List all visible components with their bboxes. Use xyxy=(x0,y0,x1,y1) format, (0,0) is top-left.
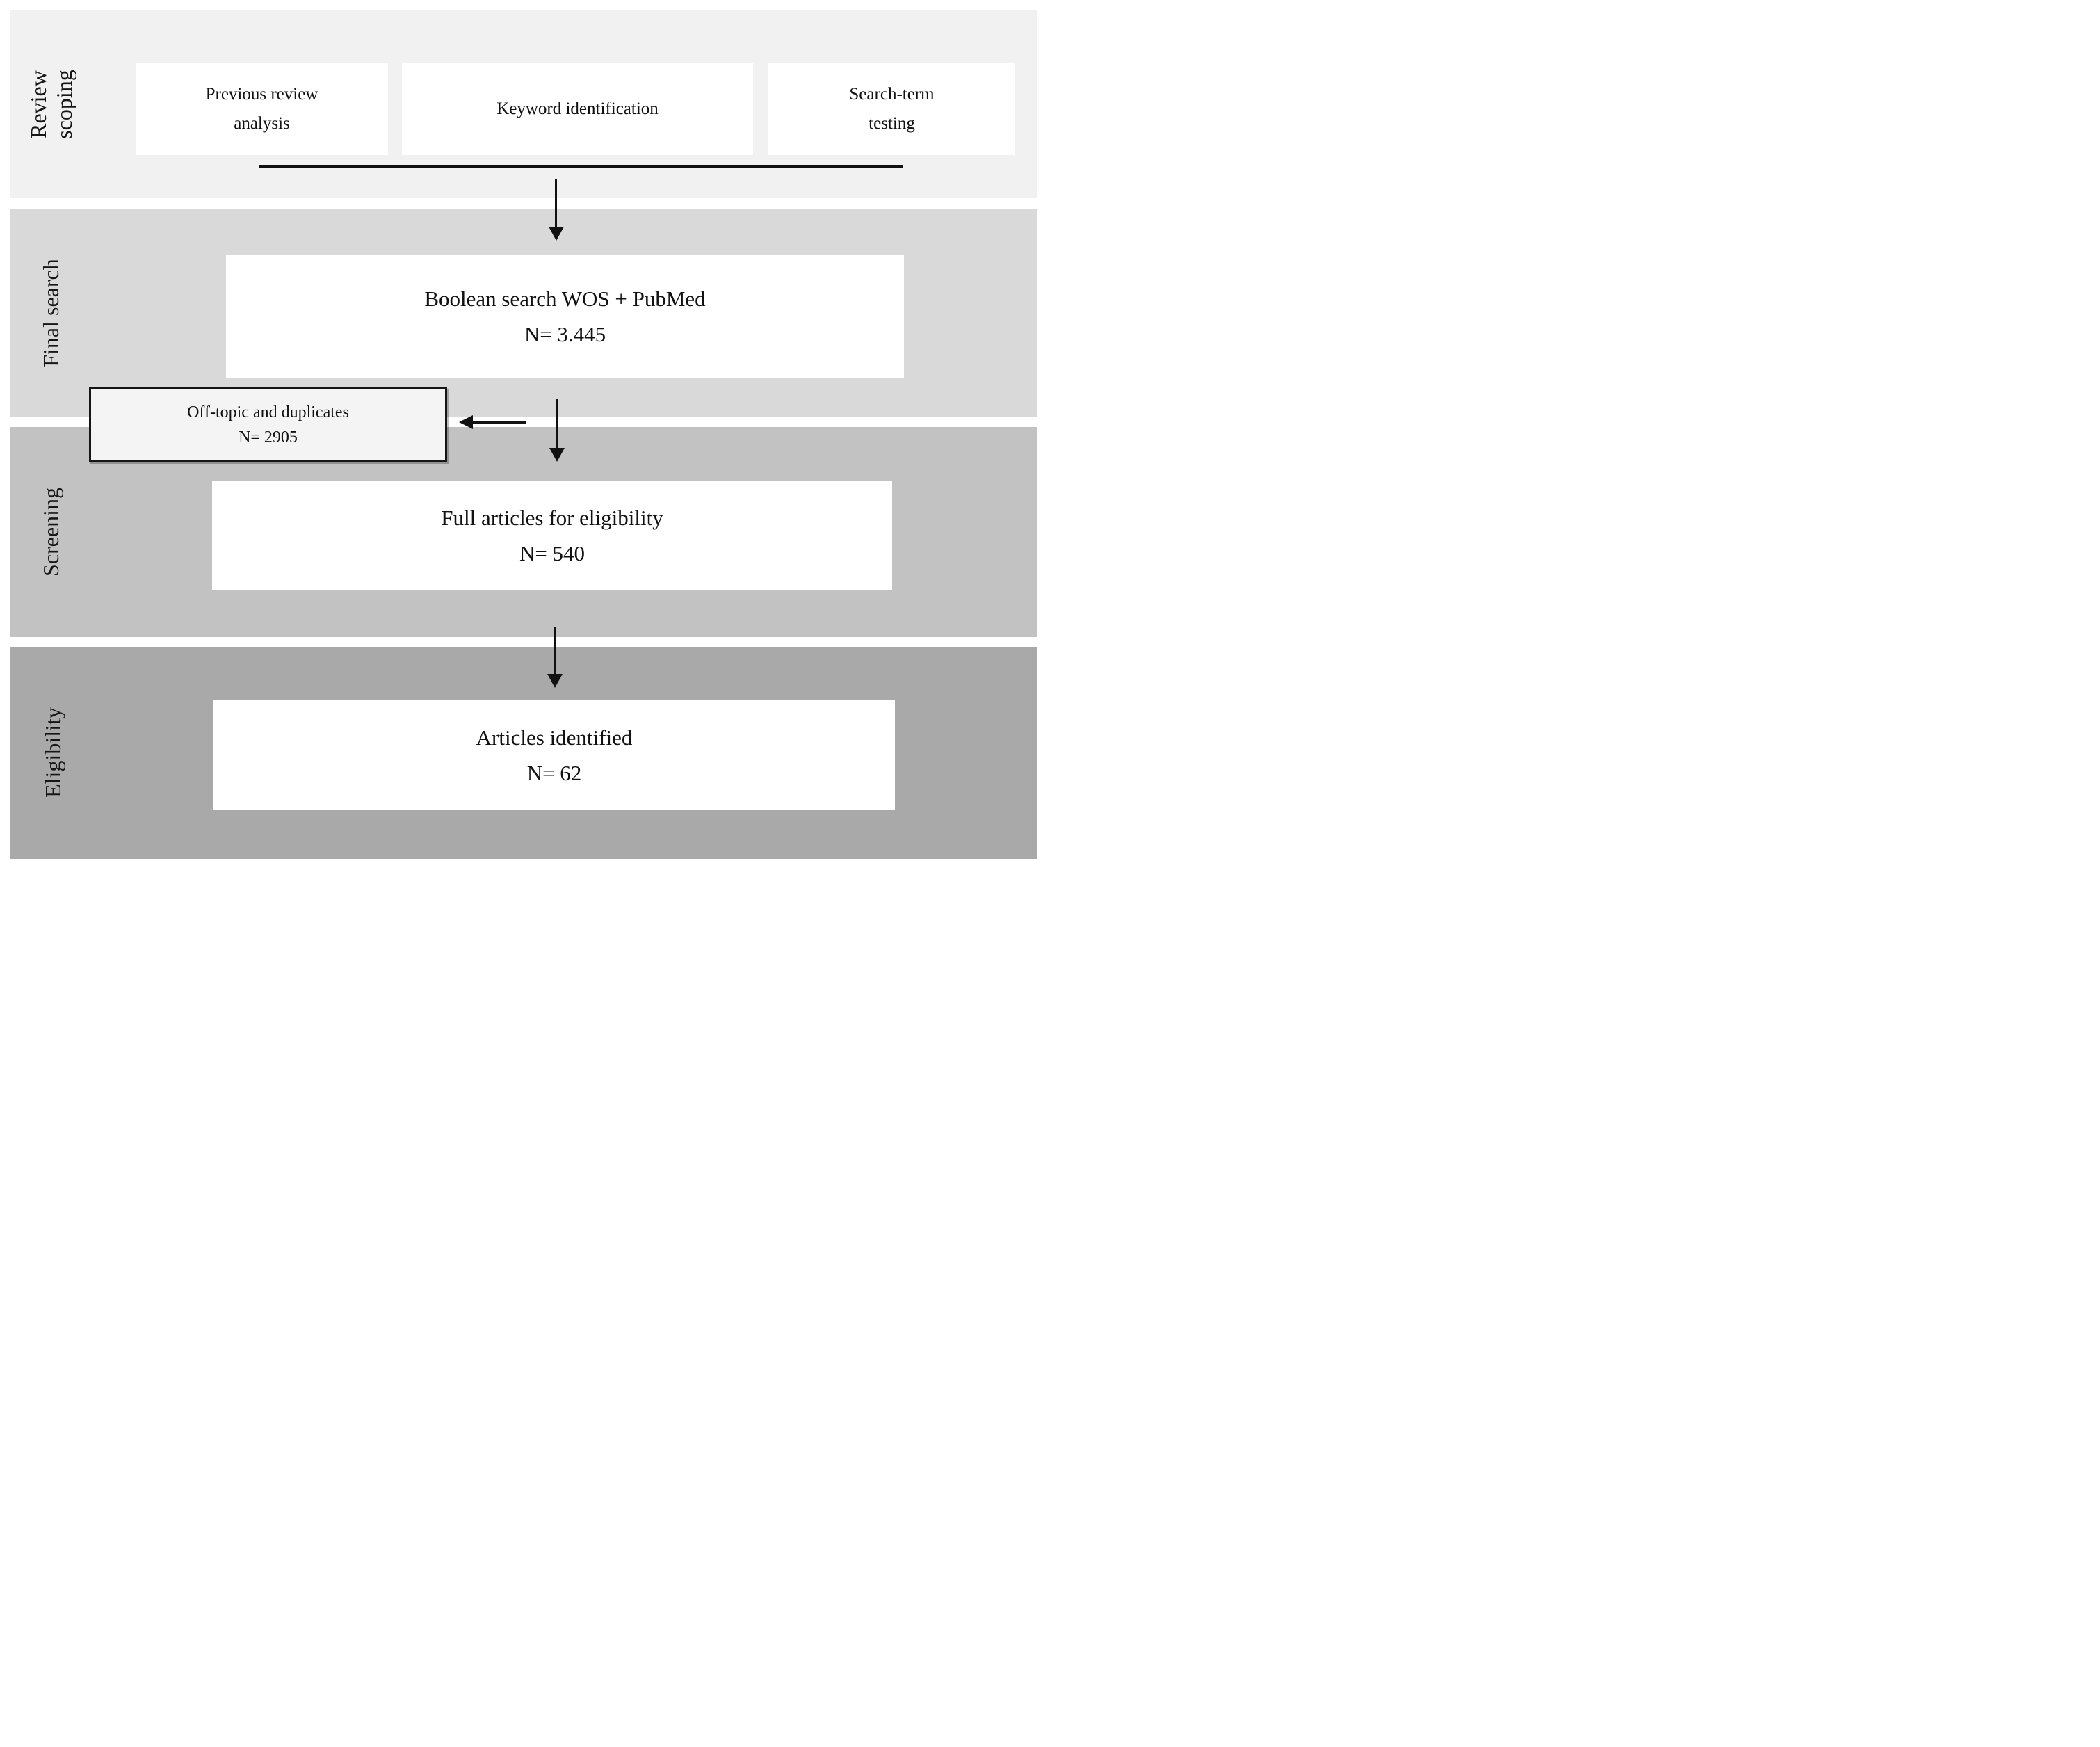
arrow-excluded-head-icon xyxy=(459,415,473,429)
arrow-scoping-to-search-head-icon xyxy=(549,227,564,241)
review-flow-diagram: Review scoping Final search Screening El… xyxy=(0,0,1050,874)
box-full-articles-label: Full articles for eligibility xyxy=(441,505,663,530)
stage-label-screening: Screening xyxy=(38,488,63,577)
arrow-screening-to-eligibility-head-icon xyxy=(547,674,563,688)
arrow-screening-to-eligibility-stem xyxy=(554,627,556,675)
box-off-topic-duplicates-count: N= 2905 xyxy=(239,428,298,446)
box-previous-review-analysis: Previous review analysis xyxy=(136,63,388,155)
stage-label-eligibility: Eligibility xyxy=(40,707,65,798)
box-articles-identified-label: Articles identified xyxy=(476,725,633,750)
arrow-search-to-screening-head-icon xyxy=(549,448,565,462)
box-articles-identified: Articles identified N= 62 xyxy=(213,700,895,810)
box-previous-review-analysis-label: Previous review analysis xyxy=(205,84,318,134)
box-boolean-search-label: Boolean search WOS + PubMed xyxy=(424,286,706,311)
box-search-term-testing-label: Search-term testing xyxy=(849,84,935,134)
box-boolean-search-count: N= 3.445 xyxy=(524,322,606,346)
box-search-term-testing: Search-term testing xyxy=(768,63,1015,155)
stage-label-final-search: Final search xyxy=(38,259,63,367)
arrow-scoping-to-search-stem xyxy=(555,179,557,228)
box-off-topic-duplicates: Off-topic and duplicates N= 2905 xyxy=(89,387,447,462)
box-off-topic-duplicates-label: Off-topic and duplicates xyxy=(187,403,349,421)
box-boolean-search: Boolean search WOS + PubMed N= 3.445 xyxy=(226,255,904,378)
stage-label-review-scoping: Review scoping xyxy=(26,70,76,139)
box-keyword-identification-label: Keyword identification xyxy=(496,99,659,118)
arrow-excluded-stem xyxy=(473,421,526,424)
arrow-search-to-screening-stem xyxy=(556,399,558,449)
box-full-articles: Full articles for eligibility N= 540 xyxy=(212,481,892,590)
box-full-articles-count: N= 540 xyxy=(519,541,585,565)
scoping-join-line xyxy=(259,165,903,168)
box-keyword-identification: Keyword identification xyxy=(402,63,753,155)
box-articles-identified-count: N= 62 xyxy=(526,761,582,785)
